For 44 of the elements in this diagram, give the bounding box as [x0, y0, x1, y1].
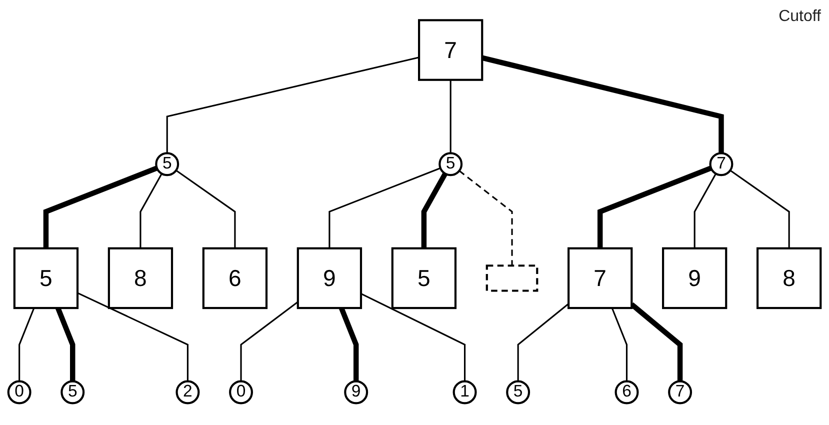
connector [18, 308, 35, 382]
connector [517, 303, 570, 382]
node-box: 8 [756, 247, 822, 310]
connector [730, 170, 790, 248]
cutoff-label: Cutoff [778, 8, 821, 26]
connector [611, 308, 628, 382]
connector [694, 173, 717, 248]
node-circle: 5 [155, 152, 180, 176]
connector [240, 301, 298, 382]
connector [421, 172, 448, 248]
node-circle: 0 [229, 380, 253, 404]
connector [140, 173, 162, 248]
node-circle: 7 [709, 152, 734, 176]
connector [482, 55, 724, 154]
connector [450, 80, 452, 154]
connector [77, 292, 188, 382]
node-circle: 0 [7, 380, 32, 404]
node-box: 5 [391, 247, 457, 310]
node-circle: 5 [438, 152, 463, 176]
connector [43, 166, 158, 248]
connector [360, 292, 466, 382]
node-circle: 5 [60, 380, 85, 404]
node-box: 9 [662, 247, 728, 310]
node-box: 7 [568, 247, 633, 310]
node-circle: 1 [452, 380, 477, 404]
node-box: 5 [13, 247, 79, 310]
connector [166, 56, 420, 154]
node-circle: 6 [614, 380, 639, 404]
node-circle: 2 [176, 380, 200, 404]
node-circle: 7 [668, 380, 692, 404]
connector [630, 302, 683, 382]
node-box [486, 264, 538, 292]
connector [176, 170, 236, 248]
node-box: 9 [296, 247, 362, 310]
connector [597, 166, 712, 248]
connector [338, 307, 359, 382]
node-circle: 5 [506, 380, 530, 404]
node-box: 8 [108, 247, 174, 310]
node-circle: 9 [344, 380, 368, 404]
connector [328, 167, 441, 248]
connector [458, 170, 513, 266]
connector [56, 307, 76, 382]
node-box: 7 [418, 19, 484, 81]
node-box: 6 [202, 247, 268, 310]
